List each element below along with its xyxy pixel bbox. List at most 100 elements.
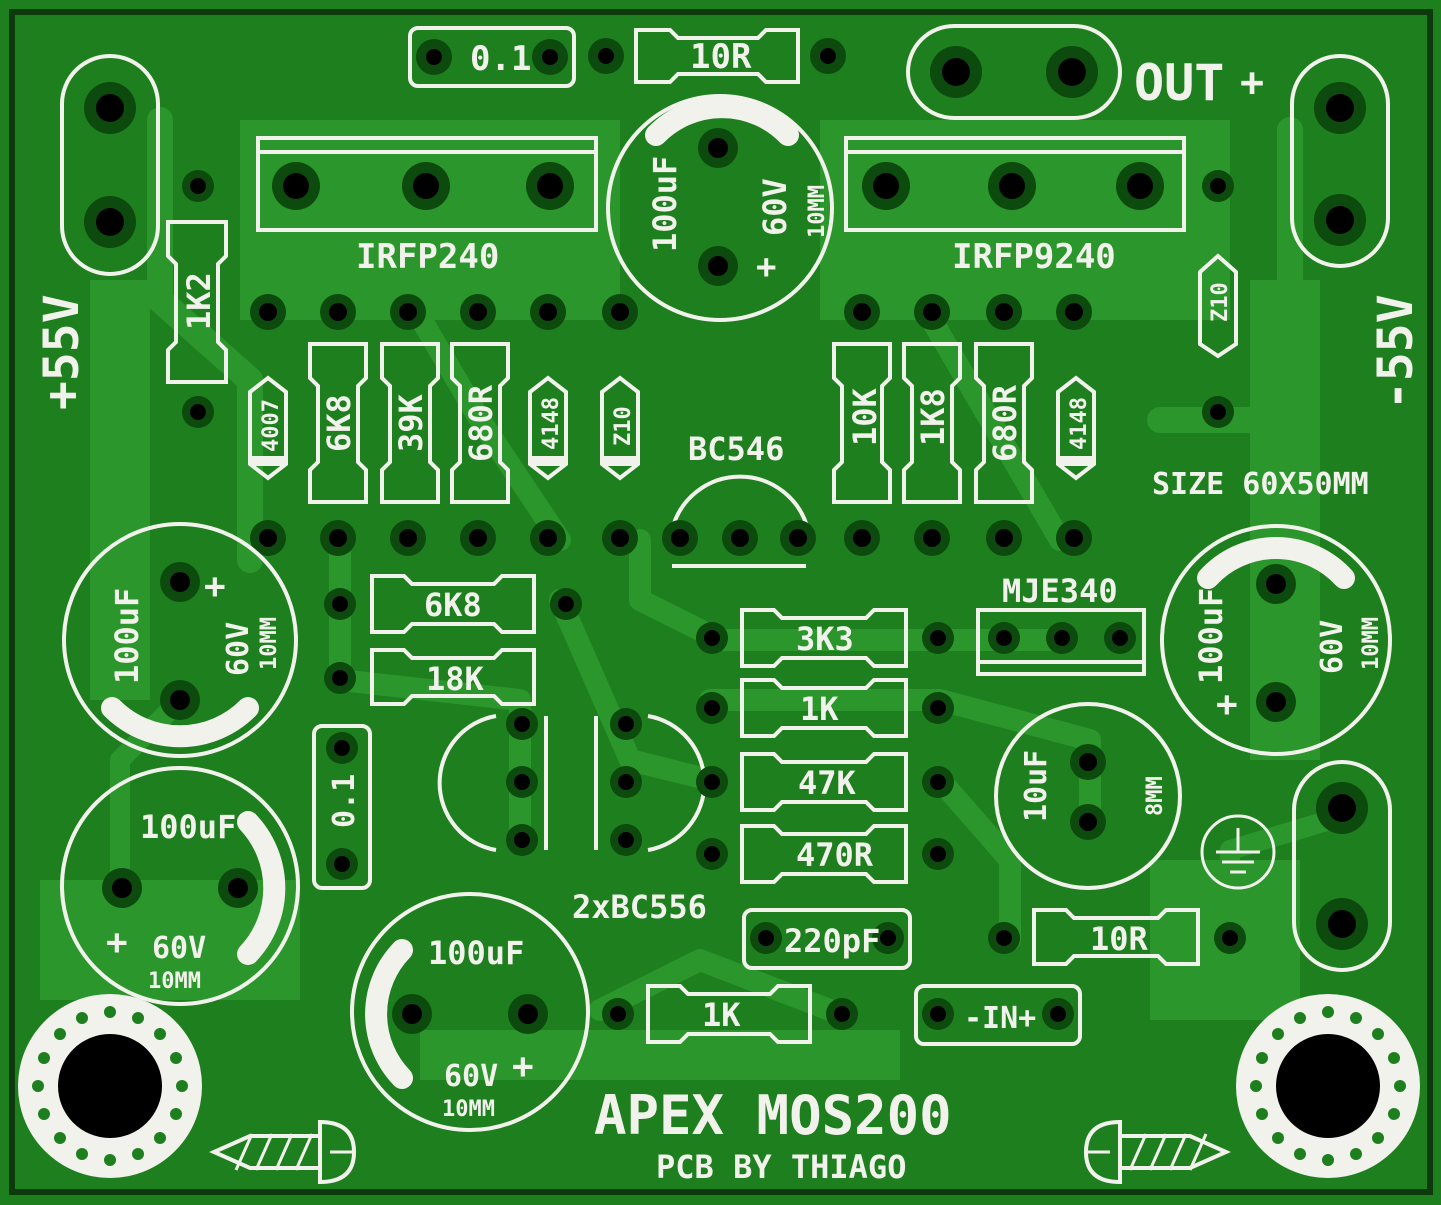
pad	[810, 38, 846, 74]
pad	[250, 294, 286, 330]
label-irfp9240: IRFP9240	[952, 237, 1116, 277]
pad	[550, 588, 582, 620]
label-ec-bl-value: 100uF	[140, 808, 236, 846]
pad	[506, 708, 538, 740]
pad	[602, 294, 638, 330]
pad	[160, 562, 200, 602]
label-zener-right: Z10	[1208, 282, 1233, 322]
label-ec-bl-size: 10MM	[148, 969, 201, 994]
pad	[1056, 294, 1092, 330]
pad	[1316, 898, 1368, 950]
pad	[696, 692, 728, 724]
pad	[182, 170, 214, 202]
pad	[780, 520, 816, 556]
pad	[922, 838, 954, 870]
label-minus55v: -55V	[1368, 294, 1424, 410]
terminal-gnd	[1292, 760, 1392, 972]
pad	[588, 38, 624, 74]
pad	[922, 766, 954, 798]
pad	[250, 520, 286, 556]
pad	[272, 162, 320, 210]
pad	[320, 294, 356, 330]
pad	[1042, 998, 1074, 1030]
electrolytic-left	[62, 522, 298, 758]
mosfet-irfp9240	[844, 136, 1186, 232]
label-cap-220pf: 220pF	[784, 922, 880, 960]
label-cap-0-1-left: 0.1	[327, 774, 362, 828]
board-credit: PCB BY THIAGO	[656, 1148, 906, 1186]
label-res-18k: 18K	[426, 660, 485, 698]
pad	[416, 39, 452, 75]
pad	[914, 294, 950, 330]
electrolytic-top-center	[606, 94, 834, 322]
pad	[844, 520, 880, 556]
label-ec-bc-value: 100uF	[428, 934, 524, 972]
pad	[160, 680, 200, 720]
label-out-plus: +	[1240, 60, 1264, 106]
label-4148-right: 4148	[1067, 397, 1092, 450]
res-10k	[832, 342, 892, 504]
label-ec-top-voltage: 60V	[756, 178, 794, 236]
label-size: SIZE 60X50MM	[1152, 467, 1369, 502]
pad	[988, 622, 1020, 654]
label-ec-right-value: 100uF	[1192, 588, 1230, 684]
label-res-680r-right: 680R	[986, 384, 1024, 462]
pad	[460, 294, 496, 330]
pad	[1256, 564, 1296, 604]
pad	[914, 520, 950, 556]
label-out: OUT	[1134, 54, 1224, 112]
label-res-47k: 47K	[798, 764, 857, 802]
label-ec-right-voltage: 60V	[1315, 620, 1350, 674]
label-ec-bl-plus: +	[106, 922, 128, 963]
label-zener-left: Z10	[611, 406, 636, 446]
pad	[1202, 170, 1234, 202]
diode-4148-left	[528, 375, 568, 481]
pad	[722, 520, 758, 556]
res-1k-mid	[696, 678, 954, 738]
cap-0-1-top	[408, 26, 576, 88]
pad	[402, 162, 450, 210]
pad	[696, 766, 728, 798]
pad	[872, 922, 904, 954]
label-ec-left-size: 10MM	[257, 617, 282, 670]
label-res-10r-bottom: 10R	[1090, 920, 1149, 958]
label-bc556: 2xBC556	[572, 888, 707, 926]
label-4148-left: 4148	[539, 397, 564, 450]
ground-icon	[1200, 814, 1276, 890]
pad	[506, 766, 538, 798]
pad	[324, 662, 356, 694]
mosfet-irfp240	[256, 136, 598, 232]
label-res-10k: 10K	[846, 387, 884, 446]
label-res-680r-left: 680R	[462, 384, 500, 462]
res-6k8-horizontal	[324, 574, 582, 634]
label-res-6k8-v: 6K8	[320, 394, 358, 452]
res-1k8	[902, 342, 962, 504]
transistor-mje340	[976, 608, 1146, 676]
pad	[1046, 46, 1098, 98]
res-18k	[324, 648, 536, 706]
pad	[602, 520, 638, 556]
pad	[392, 994, 432, 1034]
pad	[326, 732, 358, 764]
label-res-6k8-h: 6K8	[424, 586, 482, 624]
label-res-1k2: 1K2	[180, 272, 218, 330]
label-res-1k-bottom: 1K	[702, 996, 741, 1034]
label-ec-left-plus: +	[204, 566, 226, 607]
res-1k-bottom	[602, 984, 858, 1044]
pad	[1316, 782, 1368, 834]
label-ec-bc-size: 10MM	[442, 1097, 495, 1122]
label-input: -IN+	[964, 1001, 1036, 1036]
terminal-plus55	[60, 54, 160, 276]
mounting-hole-right	[1236, 994, 1420, 1178]
pad	[922, 998, 954, 1030]
res-680r-right	[974, 342, 1034, 504]
pad	[862, 162, 910, 210]
label-ec-right-size: 10MM	[1359, 617, 1384, 670]
cap-0-1-left	[312, 724, 372, 890]
pad	[698, 246, 738, 286]
pad	[610, 766, 642, 798]
label-ec-left-voltage: 60V	[221, 622, 256, 676]
pad	[84, 196, 136, 248]
pad	[1202, 396, 1234, 428]
